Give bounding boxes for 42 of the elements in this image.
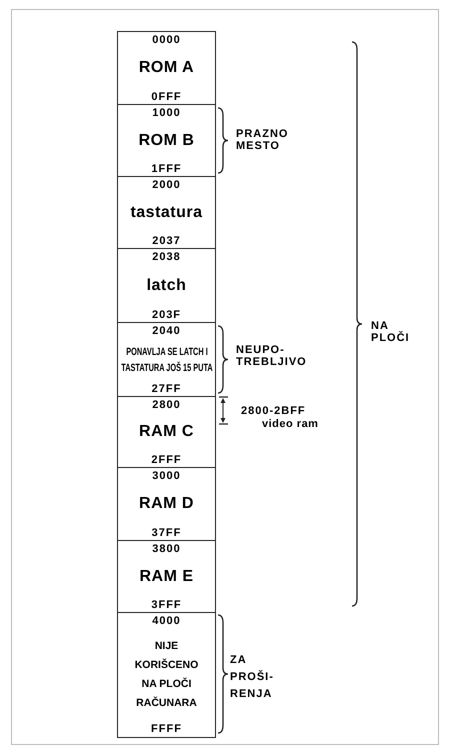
- range-label: video ram: [262, 418, 320, 430]
- end-address: 1FFF: [151, 162, 182, 174]
- segment-name: RAM E: [139, 568, 194, 586]
- rom-segment: [117, 31, 216, 106]
- start-address: 2040: [152, 325, 181, 337]
- start-address: 3000: [152, 470, 181, 482]
- end-address: 2FFF: [151, 454, 182, 466]
- brace-label: NA PLOČI: [371, 320, 411, 344]
- end-address: 3FFF: [151, 598, 182, 610]
- mirrored-segment: [117, 322, 216, 398]
- brace-label: NEUPO- TREBLJIVO: [236, 344, 308, 368]
- latch-segment: [117, 248, 216, 324]
- start-address: 0000: [152, 34, 181, 46]
- ram-segment: [117, 467, 216, 542]
- start-address: 2000: [152, 179, 181, 191]
- segment-name: ROM A: [138, 59, 194, 78]
- segment-name: ROM B: [138, 132, 194, 150]
- ram-segment: [117, 396, 216, 468]
- end-address: 203F: [152, 308, 182, 320]
- unused-segment: [117, 612, 216, 738]
- brace-label: ZA PROŠI- RENJA: [230, 653, 275, 702]
- end-address: 2037: [152, 234, 181, 246]
- segment-name: RAM D: [139, 495, 194, 514]
- start-address: 4000: [152, 615, 181, 627]
- end-address: 27FF: [152, 382, 182, 394]
- brace-label: PRAZNO MESTO: [236, 128, 290, 152]
- segment-name: latch: [146, 276, 186, 295]
- address-range: 2800-2BFF: [241, 405, 307, 417]
- segment-name: RAM C: [139, 423, 194, 442]
- start-address: 2038: [152, 251, 181, 263]
- end-address: 0FFF: [151, 90, 182, 102]
- rom-segment: [117, 104, 216, 178]
- ram-segment: [117, 540, 216, 614]
- segment-note: NIJE KORIŠCENO NA PLOČI RAČUNARA: [134, 638, 200, 711]
- keyboard-segment: [117, 176, 216, 250]
- end-address: FFFF: [151, 722, 182, 734]
- start-address: 2800: [152, 399, 181, 411]
- segment-note: PONAVLJA SE LATCH I TASTATURA JOŠ 15 PUTA: [120, 344, 214, 376]
- segment-name: tastatura: [130, 204, 203, 222]
- start-address: 3800: [152, 543, 181, 555]
- start-address: 1000: [152, 107, 181, 119]
- end-address: 37FF: [152, 526, 182, 538]
